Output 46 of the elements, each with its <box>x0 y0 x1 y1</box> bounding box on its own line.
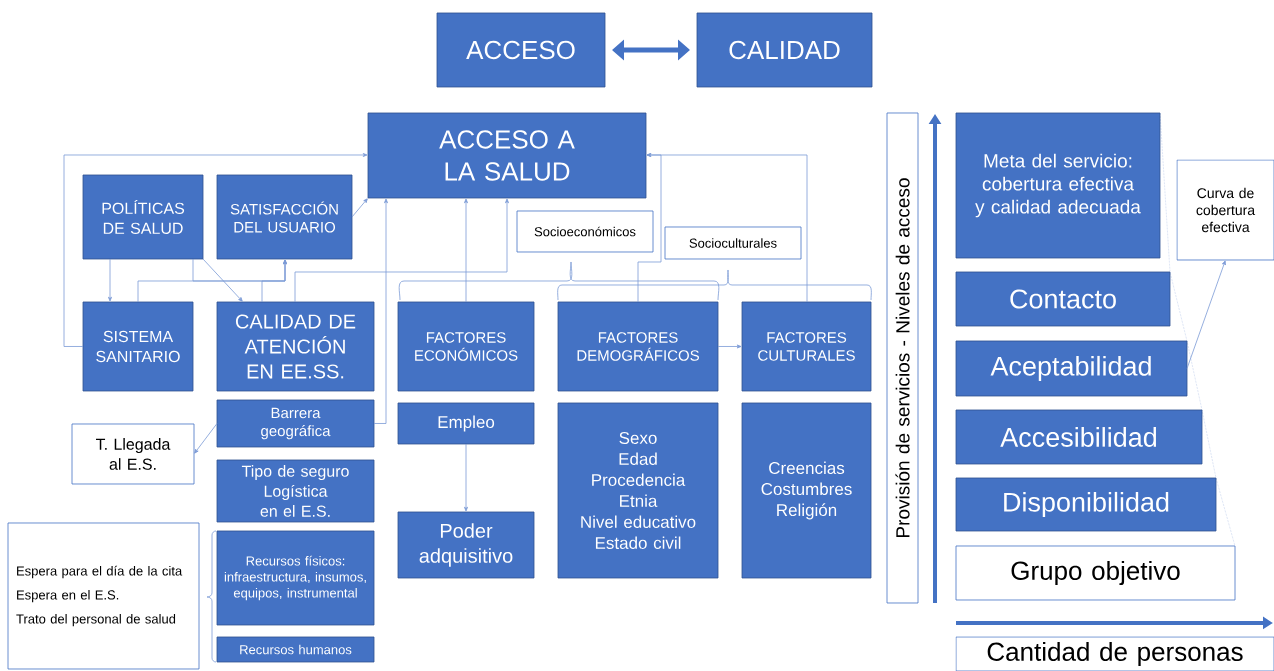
note-box: T. Llegada al E.S. <box>71 423 195 485</box>
axis-label: Cantidad de personas <box>955 636 1274 671</box>
concept-box: POLÍTICAS DE SALUD <box>82 174 204 260</box>
concept-box: CALIDAD DE ATENCIÓN EN EE.SS. <box>216 301 375 392</box>
title-box: CALIDAD <box>696 12 873 88</box>
arrow <box>1186 260 1226 369</box>
detail-box: Recursos físicos: infraestructura, insumos, equipos, instrumental <box>216 530 375 626</box>
level-box: Grupo objetivo <box>955 545 1236 601</box>
factor-box: FACTORES ECONÓMICOS <box>397 301 535 392</box>
axis-label: Provisión de servicios - Niveles de acceso <box>886 112 919 604</box>
arrow <box>294 198 509 303</box>
level-box: Meta del servicio: cobertura efectiva y calidad adecuada <box>955 112 1161 259</box>
group-label-box: Socioeconómicos <box>516 210 654 253</box>
group-label-box: Socioculturales <box>664 226 802 260</box>
concept-box: SATISFACCIÓN DEL USUARIO <box>216 174 353 260</box>
arrow <box>108 258 112 302</box>
arrow <box>63 153 368 347</box>
detail-box: Barrera geográfica <box>216 399 375 448</box>
note-box: Espera para el día de la cita Espera en el E.S. Trato del personal de salud <box>7 522 200 670</box>
level-box: Disponibilidad <box>955 477 1217 532</box>
arrow <box>373 198 388 424</box>
concept-box: SISTEMA SANITARIO <box>82 301 194 392</box>
detail-box: Sexo Edad Procedencia Etnia Nivel educativo Estado civil <box>557 402 719 579</box>
arrow <box>646 153 808 303</box>
arrow <box>351 198 368 218</box>
note-box: Curva de cobertura efectiva <box>1176 159 1274 261</box>
detail-box: Poder adquisitivo <box>397 511 535 579</box>
detail-box: Empleo <box>397 402 535 445</box>
arrow <box>464 443 468 512</box>
arrow <box>637 153 662 303</box>
detail-box: Creencias Costumbres Religión <box>741 402 872 579</box>
arrow <box>194 423 218 454</box>
detail-box: Tipo de seguro Logística en el E.S. <box>216 459 375 523</box>
level-box: Aceptabilidad <box>955 340 1188 397</box>
level-box: Contacto <box>955 271 1171 327</box>
detail-box: Recursos humanos <box>216 636 375 663</box>
arrow <box>464 198 468 303</box>
arrow <box>717 344 742 349</box>
arrow <box>261 259 287 303</box>
concept-box: ACCESO A LA SALUD <box>367 112 647 199</box>
arrow <box>202 258 243 302</box>
factor-box: FACTORES DEMOGRÁFICOS <box>557 301 719 392</box>
title-box: ACCESO <box>436 12 606 88</box>
level-box: Accesibilidad <box>955 409 1203 465</box>
arrow <box>612 39 690 61</box>
factor-box: FACTORES CULTURALES <box>741 301 872 392</box>
